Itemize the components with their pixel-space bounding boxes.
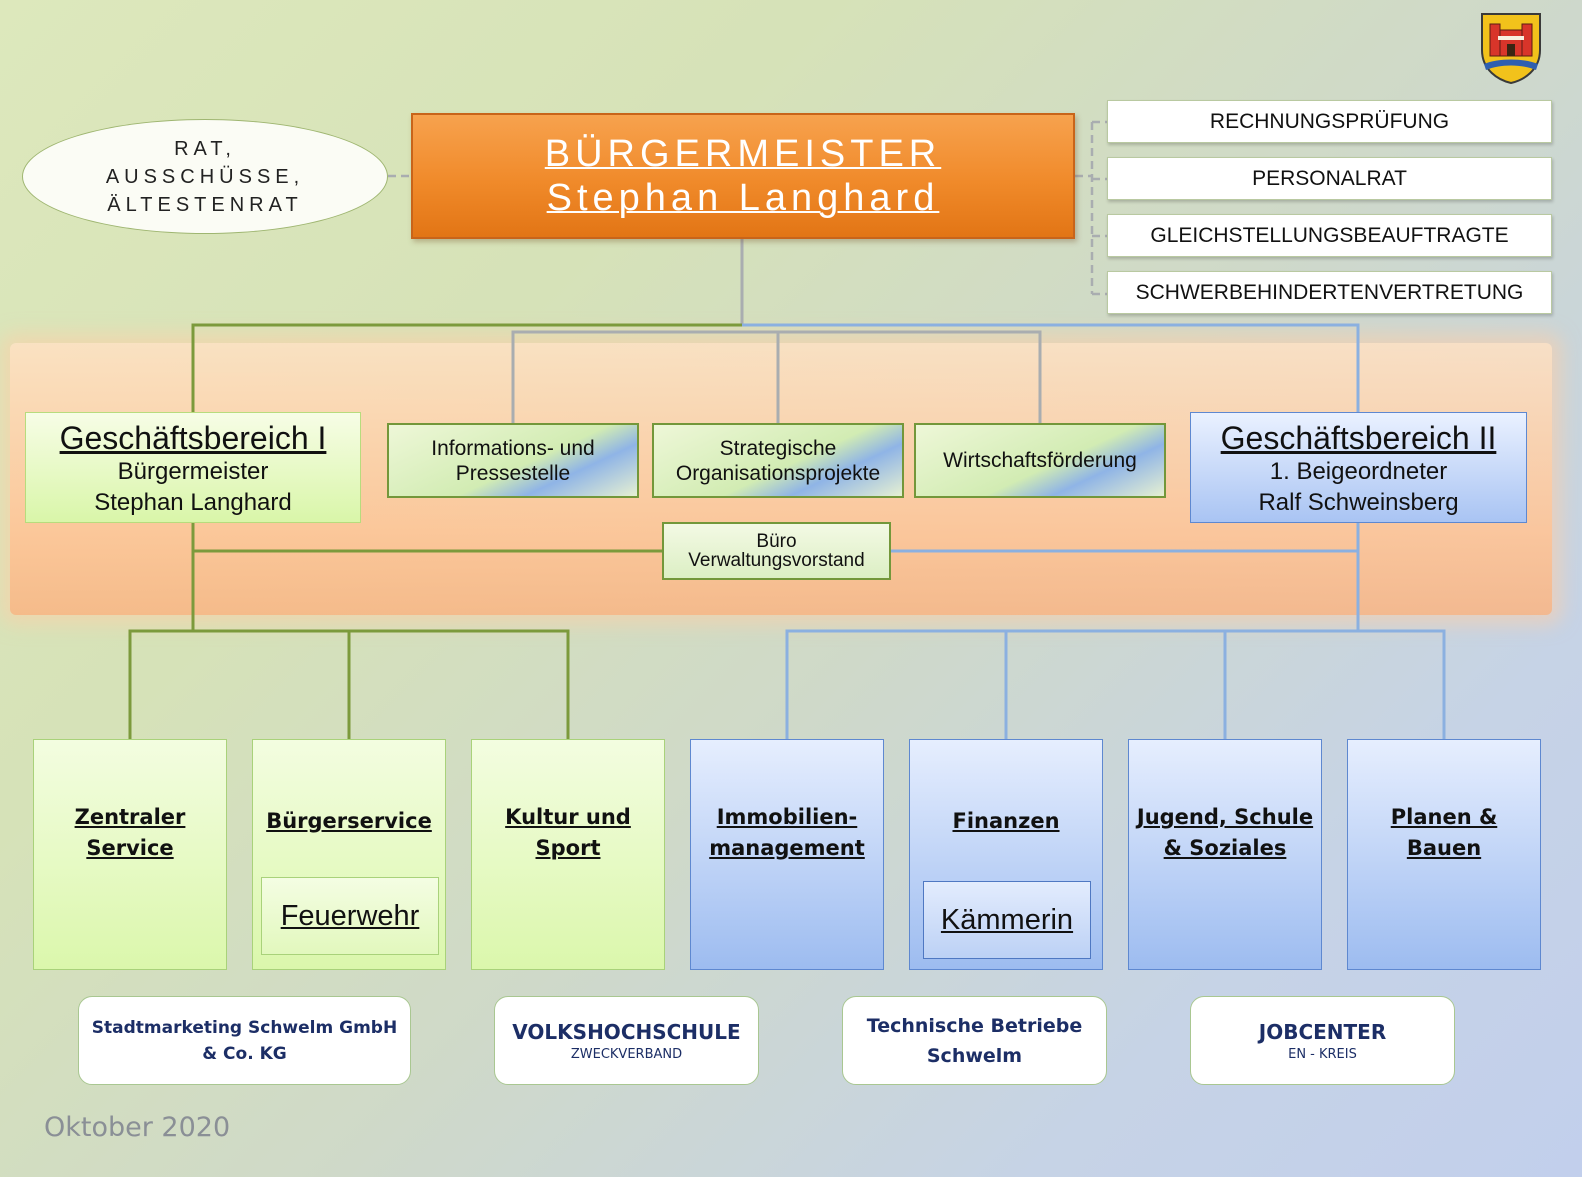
sub-unit-kaemmerin: Kämmerin: [923, 881, 1091, 959]
ext-tbs-line-2: Schwelm: [926, 1044, 1023, 1067]
economic-development-label: Wirtschaftsförderung: [943, 449, 1137, 472]
dept-zentral-line-1: Zentraler: [74, 805, 186, 829]
ext-jobcenter: JOBCENTER EN - KREIS: [1190, 996, 1455, 1085]
dept-planen-bauen: Planen & Bauen: [1347, 739, 1541, 970]
ext-jobcenter-subtitle: EN - KREIS: [1288, 1046, 1357, 1062]
staff-unit-connectors: [1075, 120, 1107, 296]
council-line-2: AUSSCHÜSSE,: [105, 165, 305, 188]
ext-stadtmarketing: Stadtmarketing Schwelm GmbH & Co. KG: [78, 996, 411, 1085]
gb1-connector: [191, 323, 742, 412]
council-ellipse: RAT, AUSSCHÜSSE, ÄLTESTENRAT: [22, 119, 388, 234]
dept-immobilien-line-2: management: [709, 836, 865, 860]
staff-unit-rechnungspruefung: RECHNUNGSPRÜFUNG: [1107, 100, 1552, 143]
dept-buergerservice: Bürgerservice Feuerwehr: [252, 739, 446, 970]
mayor-title: BÜRGERMEISTER: [544, 133, 942, 175]
dept-immobilien-line-1: Immobilien-: [716, 805, 858, 829]
council-line-1: RAT,: [174, 137, 236, 160]
dept-immobilien: Immobilien- management: [690, 739, 884, 970]
mayor-box: BÜRGERMEISTER Stephan Langhard: [411, 113, 1075, 239]
gb2-name: Ralf Schweinsberg: [1258, 489, 1459, 516]
gb2-box: Geschäftsbereich II 1. Beigeordneter Ral…: [1190, 412, 1527, 523]
ext-technische-betriebe: Technische Betriebe Schwelm: [842, 996, 1107, 1085]
dept-planen-line-2: Bauen: [1406, 836, 1482, 860]
strategic-line-1: Strategische: [719, 436, 837, 460]
dept-zentral-line-2: Service: [86, 836, 174, 860]
economic-development-box: Wirtschaftsförderung: [914, 423, 1166, 498]
dept-zentraler-service: Zentraler Service: [33, 739, 227, 970]
dept-jugend-line-2: & Soziales: [1163, 836, 1287, 860]
footer-date: Oktober 2020: [44, 1112, 231, 1143]
central-unit-connectors: [511, 330, 1042, 423]
executive-office-line-1: Büro: [756, 531, 797, 552]
staff-unit-personalrat: PERSONALRAT: [1107, 157, 1552, 200]
gb2-connector: [742, 323, 1360, 412]
gb1-branch: [128, 523, 662, 739]
dept-jugend-line-1: Jugend, Schule: [1136, 805, 1314, 829]
strategic-line-2: Organisationsprojekte: [675, 461, 881, 485]
info-press-line-2: Pressestelle: [455, 461, 571, 485]
ext-vhs-subtitle: ZWECKVERBAND: [570, 1046, 683, 1062]
gb1-name: Stephan Langhard: [94, 489, 292, 516]
staff-unit-gleichstellung: GLEICHSTELLUNGSBEAUFTRAGTE: [1107, 214, 1552, 257]
info-press-line-1: Informations- und: [431, 436, 595, 460]
strategic-projects-box: Strategische Organisationsprojekte: [652, 423, 904, 498]
executive-office-line-2: Verwaltungsvorstand: [688, 550, 865, 571]
council-line-3: ÄLTESTENRAT: [107, 193, 303, 216]
dept-kultur-line-2: Sport: [535, 836, 601, 860]
gb2-branch: [785, 523, 1446, 739]
sub-unit-feuerwehr: Feuerwehr: [261, 877, 439, 955]
dept-kultur-line-1: Kultur und: [505, 805, 631, 829]
ext-jobcenter-title: JOBCENTER: [1258, 1019, 1387, 1044]
dept-buergerservice-label: Bürgerservice: [266, 809, 432, 833]
dept-finanzen: Finanzen Kämmerin: [909, 739, 1103, 970]
gb2-title: Geschäftsbereich II: [1220, 420, 1497, 456]
ext-volkshochschule: VOLKSHOCHSCHULE ZWECKVERBAND: [494, 996, 759, 1085]
executive-office-box: Büro Verwaltungsvorstand: [662, 522, 891, 580]
coat-of-arms-logo: [1480, 12, 1542, 85]
dept-planen-line-1: Planen &: [1390, 805, 1498, 829]
info-press-box: Informations- und Pressestelle: [387, 423, 639, 498]
ext-stadtmarketing-line-2: & Co. KG: [202, 1043, 287, 1064]
staff-unit-schwerbehinderten: SCHWERBEHINDERTENVERTRETUNG: [1107, 271, 1552, 314]
gb1-box: Geschäftsbereich I Bürgermeister Stephan…: [25, 412, 361, 523]
mayor-name: Stephan Langhard: [546, 177, 940, 219]
gb2-role: 1. Beigeordneter: [1269, 458, 1448, 485]
dept-jugend-schule-soziales: Jugend, Schule & Soziales: [1128, 739, 1322, 970]
gb1-title: Geschäftsbereich I: [59, 420, 327, 456]
gb1-role: Bürgermeister: [117, 458, 269, 485]
ext-tbs-line-1: Technische Betriebe: [866, 1014, 1083, 1037]
dept-finanzen-label: Finanzen: [952, 809, 1060, 833]
dept-kultur-sport: Kultur und Sport: [471, 739, 665, 970]
ext-stadtmarketing-line-1: Stadtmarketing Schwelm GmbH: [91, 1017, 398, 1038]
ext-vhs-title: VOLKSHOCHSCHULE: [512, 1019, 741, 1044]
